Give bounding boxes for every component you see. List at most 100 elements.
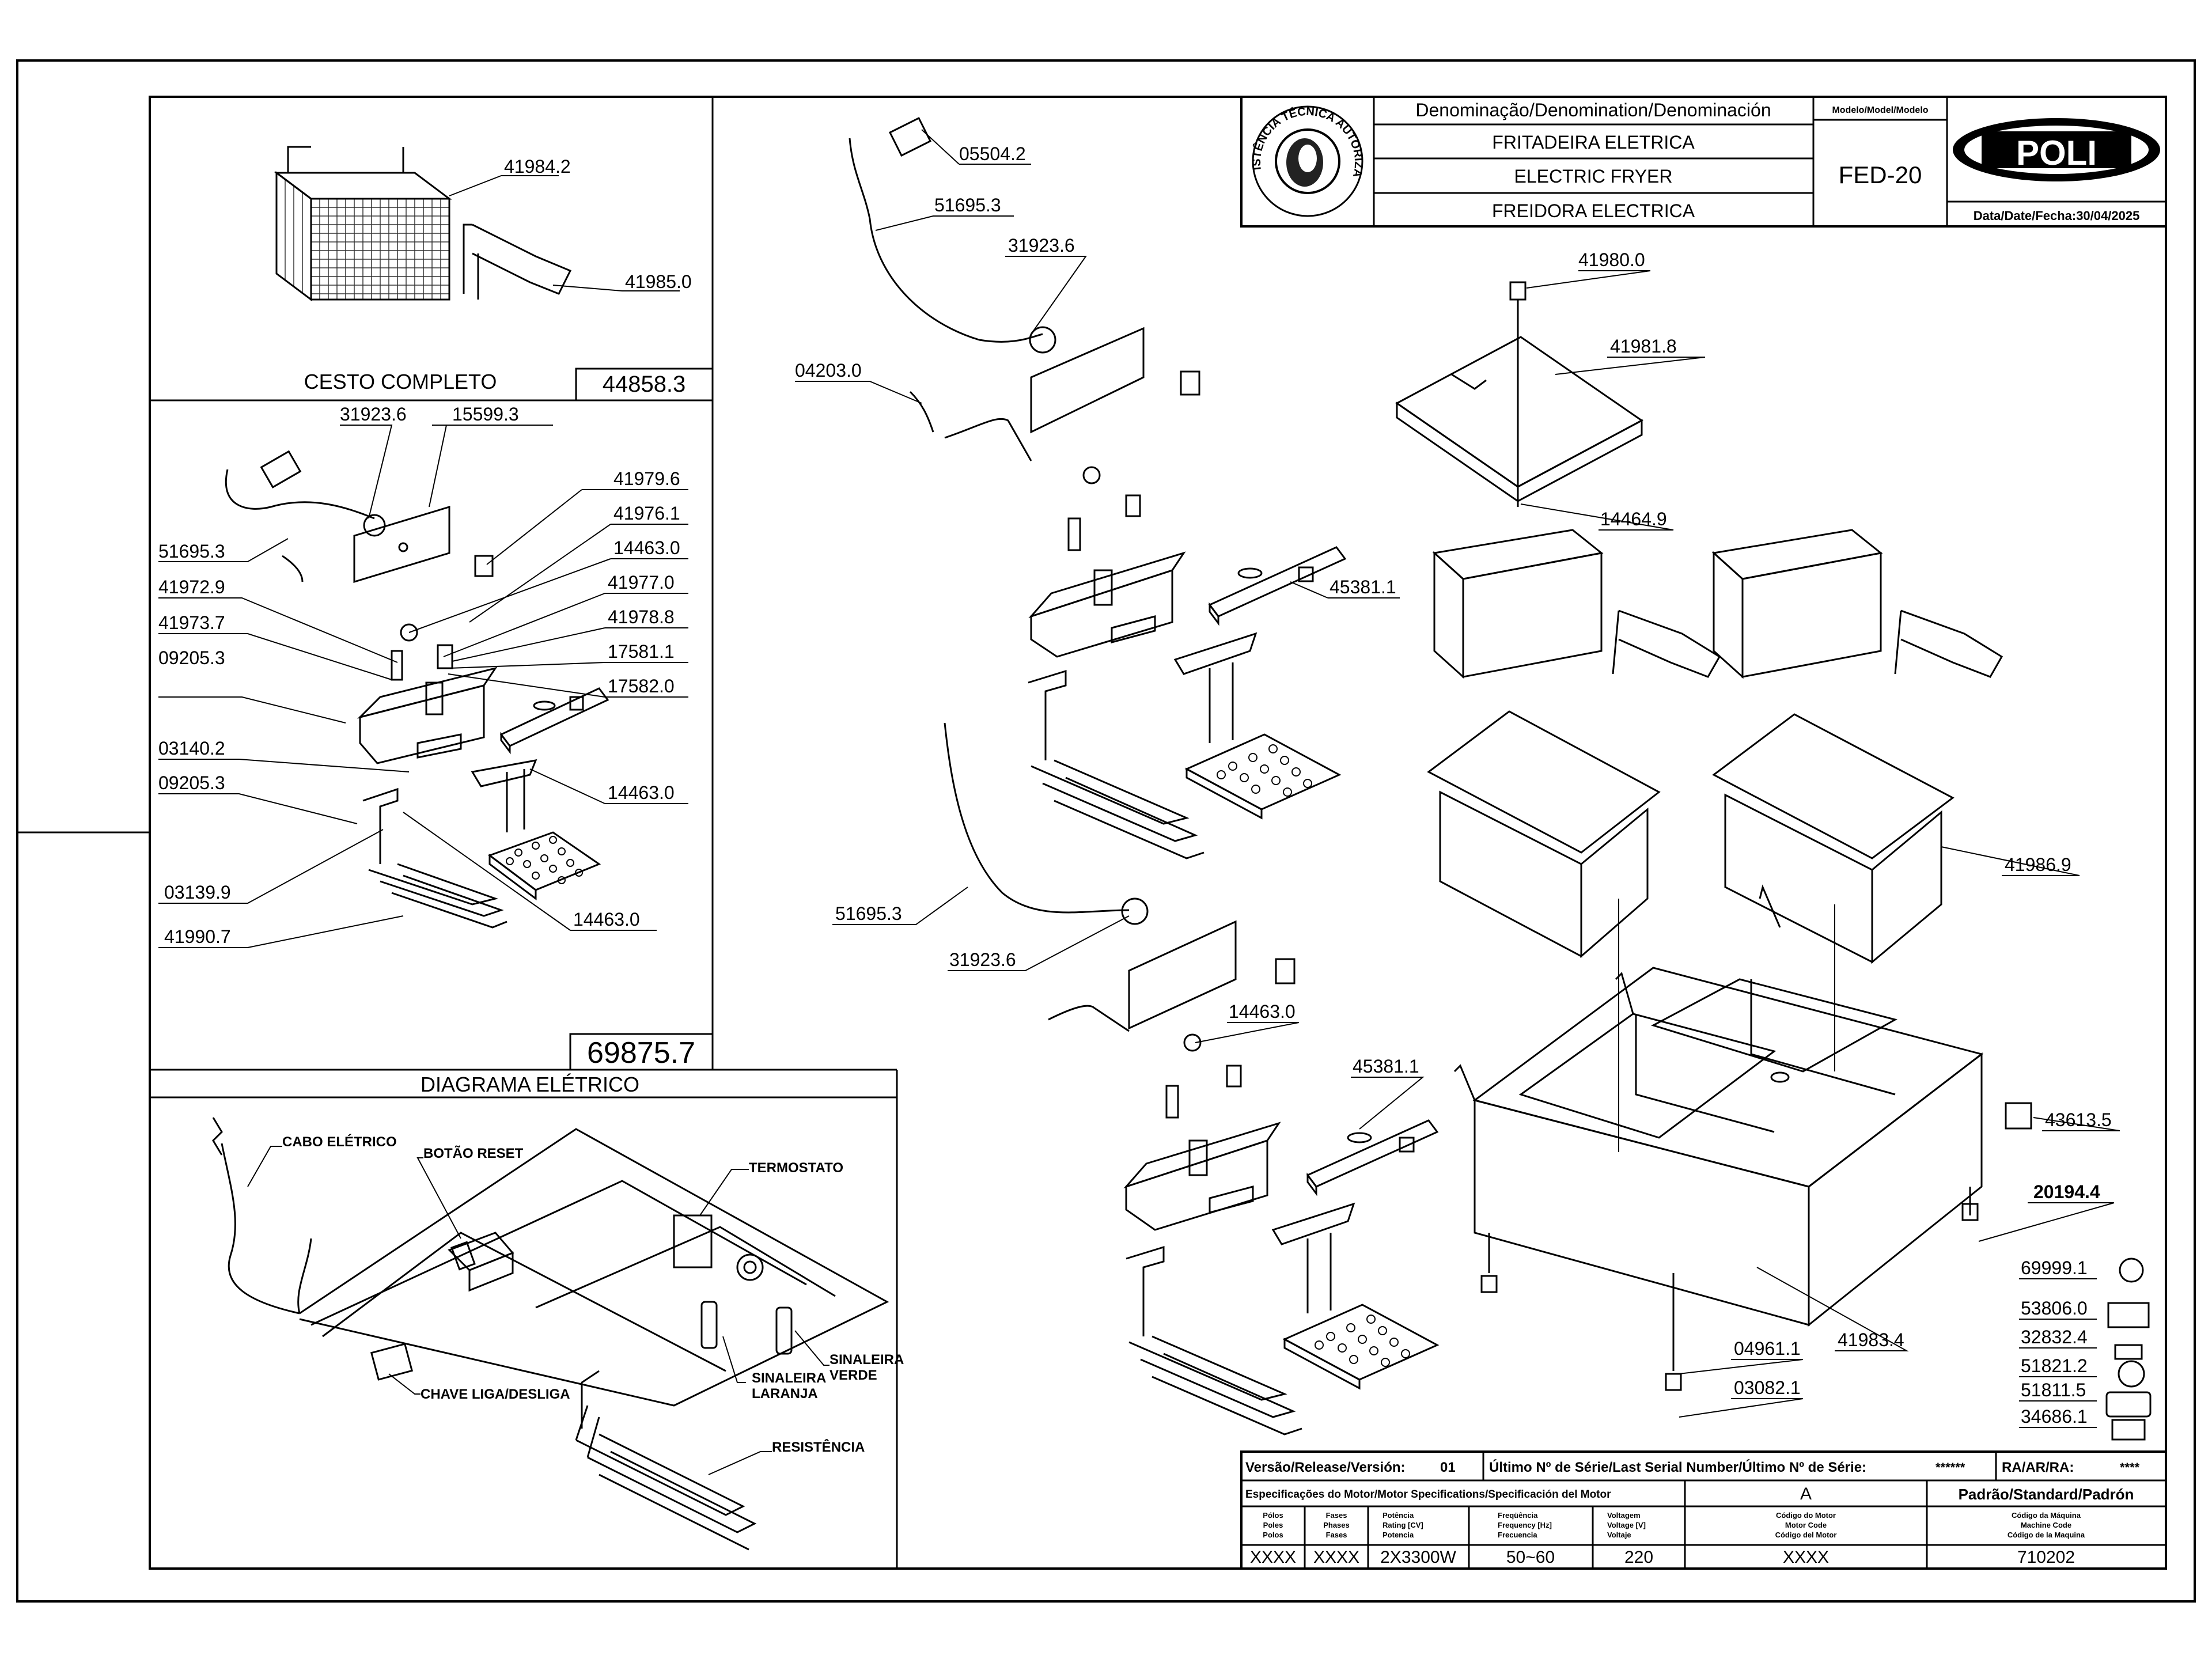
col-frequency-header: Freqüência [1498, 1511, 1538, 1520]
wiring-label-green-lamp: VERDE [830, 1368, 877, 1383]
col-poles-header: Pólos [1263, 1511, 1283, 1520]
ra-value: **** [2120, 1460, 2140, 1475]
middle-assembly-section: 05504.2 51695.3 31923.6 04203.0 45381.1 … [795, 116, 1440, 1435]
col-phases-header: Fases [1326, 1511, 1347, 1520]
wiring-label-cable: CABO ELÉTRICO [282, 1134, 397, 1150]
middle-assembly-drawing-upper [849, 116, 1347, 859]
right-tank-drop-lines [1618, 899, 1835, 1152]
col-phases-header: Fases [1326, 1531, 1347, 1539]
part-label: 14463.0 [608, 782, 675, 803]
right-leaders [1520, 270, 2120, 1428]
serial-label: Último Nº de Série/Last Serial Number/Úl… [1489, 1459, 1866, 1475]
part-label: 41986.9 [2005, 854, 2071, 875]
right-assembly-section: 41980.0 41981.8 14464.9 41986.9 43613.5 … [1395, 249, 2152, 1441]
power-value: 2X3300W [1380, 1548, 1456, 1567]
right-assembly-drawing [1395, 281, 2152, 1441]
machine-code-value: 710202 [2017, 1548, 2075, 1567]
col-poles-header: Polos [1263, 1531, 1283, 1539]
motor-code-letter: A [1800, 1484, 1812, 1503]
diagram-leaders [247, 1146, 830, 1475]
wiring-label-orange-lamp: SINALEIRA [752, 1370, 826, 1386]
wiring-label-thermostat: TERMOSTATO [749, 1160, 843, 1176]
part-label: 41973.7 [158, 612, 225, 633]
frequency-value: 50~60 [1506, 1548, 1555, 1567]
basket-section-title: CESTO COMPLETO [304, 370, 497, 393]
model-header: Modelo/Model/Modelo [1832, 105, 1928, 115]
model-number: FED-20 [1839, 161, 1922, 188]
authorized-service-seal: ASSISTÊNCIA TÉCNICA AUTORIZADA [0, 0, 1365, 217]
col-power-header: Rating [CV] [1382, 1521, 1423, 1529]
part-label: 51695.3 [835, 903, 902, 924]
part-label: 32832.4 [2021, 1327, 2088, 1347]
part-label: 51821.2 [2021, 1355, 2088, 1376]
part-label: 41985.0 [625, 271, 692, 292]
motor-code-value: XXXX [1783, 1548, 1829, 1567]
part-label: 17582.0 [608, 676, 675, 696]
voltage-value: 220 [1624, 1548, 1653, 1567]
part-label: 14463.0 [613, 537, 680, 558]
col-power-header: Potência [1382, 1511, 1414, 1520]
part-label: 41984.2 [504, 156, 571, 177]
part-label: 09205.3 [158, 772, 225, 793]
part-label: 69999.1 [2021, 1257, 2088, 1278]
basket-section-code: 44858.3 [603, 372, 686, 397]
part-label: 17581.1 [608, 641, 675, 662]
part-label: 51811.5 [2021, 1380, 2086, 1400]
part-label: 41978.8 [608, 607, 675, 627]
part-label: 41977.0 [608, 572, 675, 593]
basket-handle-drawing [463, 224, 572, 300]
brand-name: POLI [2016, 134, 2097, 172]
part-label: 51695.3 [158, 541, 225, 562]
part-label: 41983.4 [1838, 1330, 1904, 1350]
product-name-pt: FRITADEIRA ELETRICA [1492, 132, 1695, 153]
part-label: 45381.1 [1330, 577, 1396, 597]
version-label: Versão/Release/Versión: [1245, 1460, 1406, 1475]
part-label: 15599.3 [452, 404, 519, 425]
drawing-date: Data/Date/Fecha:30/04/2025 [1974, 209, 2140, 223]
part-label: 43613.5 [2045, 1109, 2112, 1130]
ra-label: RA/AR/RA: [2002, 1460, 2074, 1475]
middle-leaders [795, 129, 1425, 1130]
middle-grid-holes-upper [1217, 744, 1312, 797]
col-motor-code-header: Código del Motor [1775, 1531, 1837, 1539]
svg-text:ASSISTÊNCIA TÉCNICA AUTORIZADA: ASSISTÊNCIA TÉCNICA AUTORIZADA [0, 0, 1365, 179]
basket-mesh [285, 179, 449, 300]
serial-value: ****** [1936, 1460, 1965, 1475]
phases-value: XXXX [1313, 1548, 1359, 1567]
col-frequency-header: Frecuencia [1498, 1531, 1537, 1539]
standard-label: Padrão/Standard/Padrón [1959, 1486, 2134, 1503]
part-label: 41976.1 [613, 503, 680, 524]
part-label: 31923.6 [949, 949, 1016, 970]
part-label: 34686.1 [2021, 1406, 2088, 1427]
part-label: 03082.1 [1734, 1377, 1801, 1398]
seal-text: ASSISTÊNCIA TÉCNICA AUTORIZADA [0, 0, 1365, 179]
col-voltage-header: Voltage [V] [1607, 1521, 1646, 1529]
part-label: 03139.9 [164, 882, 231, 903]
poles-value: XXXX [1250, 1548, 1296, 1567]
wiring-label-reset: BOTÃO RESET [423, 1145, 524, 1161]
col-frequency-header: Frequency [Hz] [1498, 1521, 1552, 1529]
left-grid-holes [506, 836, 583, 884]
middle-assembly-drawing-lower [944, 722, 1440, 1435]
wiring-label-orange-lamp: LARANJA [752, 1386, 818, 1402]
part-label: 20194.4 [2033, 1181, 2100, 1202]
part-label: 41980.0 [1578, 249, 1645, 270]
col-phases-header: Phases [1323, 1521, 1350, 1529]
wiring-label-heater: RESISTÊNCIA [772, 1439, 865, 1455]
diagram-title: DIAGRAMA ELÉTRICO [421, 1073, 639, 1096]
part-label: 14463.0 [1229, 1001, 1296, 1022]
product-name-en: ELECTRIC FRYER [1514, 166, 1672, 187]
part-label: 04203.0 [795, 360, 862, 381]
col-motor-code-header: Código do Motor [1776, 1511, 1836, 1520]
left-leaders [158, 425, 688, 948]
part-label: 04961.1 [1734, 1338, 1801, 1359]
basket-section: 41984.2 41985.0 CESTO COMPLETO 44858.3 [150, 146, 714, 402]
left-assembly-section: 31923.6 15599.3 41979.6 41976.1 51695.3 … [158, 404, 714, 1071]
poli-logo: POLI [1953, 118, 2160, 181]
col-motor-code-header: Motor Code [1785, 1521, 1827, 1529]
part-label: 41990.7 [164, 926, 231, 947]
part-label: 14464.9 [1600, 509, 1667, 529]
part-label: 41979.6 [613, 468, 680, 489]
fry-basket-drawing [274, 146, 452, 301]
